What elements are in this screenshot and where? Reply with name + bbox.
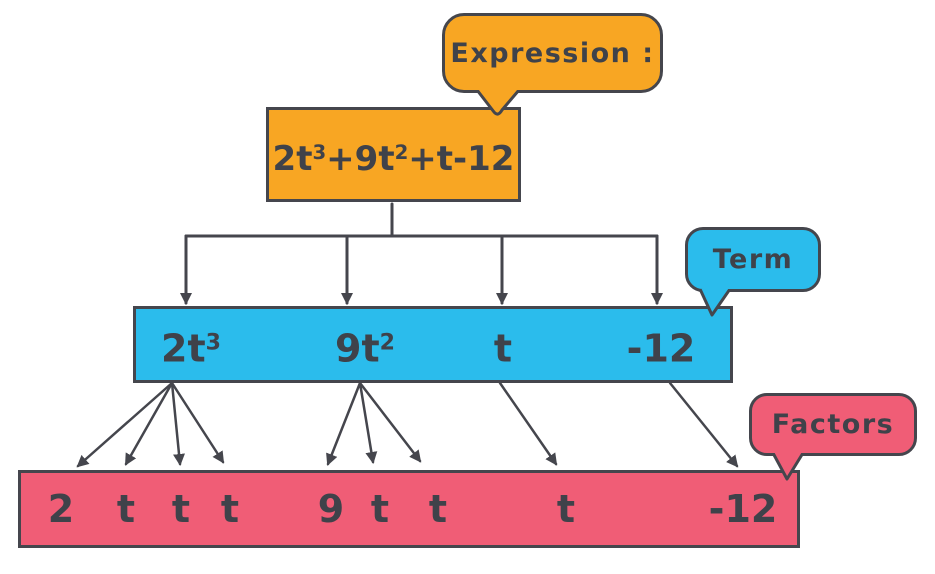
expression-box: 2t3+9t2+t-12 bbox=[266, 107, 521, 202]
factor-1: 2 bbox=[47, 487, 75, 531]
factors-bubble-label: Factors bbox=[771, 409, 895, 440]
term-bubble-label: Term bbox=[712, 244, 794, 275]
factor-5: 9 bbox=[317, 487, 345, 531]
arrow-2t3-to-t2 bbox=[170, 381, 185, 466]
factors-bubble: Factors bbox=[749, 393, 917, 456]
arrow-2t3-to-t1 bbox=[124, 381, 174, 466]
term-1: 2t3 bbox=[161, 326, 221, 371]
expression-text: 2t3+9t2+t-12 bbox=[272, 138, 515, 179]
factors-bubble-tail bbox=[771, 453, 805, 481]
expression-bubble-label: Expression : bbox=[450, 37, 655, 69]
factors-box: 2 t t t 9 t t t -12 bbox=[18, 470, 800, 548]
term-3: t bbox=[493, 326, 513, 371]
arrow-2t3-to-t3 bbox=[170, 381, 225, 464]
term-bubble: Term bbox=[685, 227, 821, 292]
factor-4: t bbox=[220, 487, 240, 531]
term-to-factor-arrows bbox=[76, 381, 739, 468]
arrow-9t2-to-t1 bbox=[358, 381, 378, 464]
factor-6: t bbox=[370, 487, 390, 531]
arrow-9t2-to-9 bbox=[326, 381, 362, 466]
term-2: 9t2 bbox=[335, 326, 395, 371]
expression-to-term-tree bbox=[180, 202, 663, 305]
term-4: -12 bbox=[626, 326, 696, 371]
expression-bubble: Expression : bbox=[442, 13, 663, 93]
factor-2: t bbox=[116, 487, 136, 531]
arrow-2t3-to-2 bbox=[76, 381, 174, 468]
arrow-t-to-t bbox=[498, 381, 558, 466]
factor-9: -12 bbox=[708, 487, 778, 531]
term-box: 2t3 9t2 t -12 bbox=[133, 306, 733, 383]
factor-3: t bbox=[171, 487, 191, 531]
factor-7: t bbox=[428, 487, 448, 531]
factor-8: t bbox=[556, 487, 576, 531]
term-bubble-tail bbox=[698, 289, 732, 317]
arrow-9t2-to-t2 bbox=[358, 381, 422, 463]
expression-bubble-tail bbox=[475, 90, 521, 116]
arrow-12-to-12 bbox=[668, 381, 739, 468]
